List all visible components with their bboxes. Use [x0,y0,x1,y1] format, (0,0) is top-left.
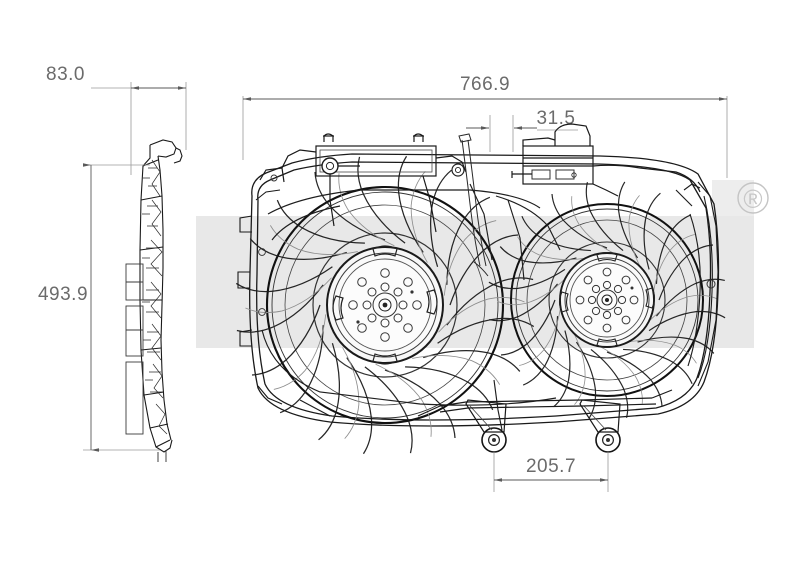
left-fan-rotor [235,155,535,455]
upper-right-connector-housing [511,123,701,197]
registered-trademark-icon: ® [737,182,769,214]
left-shroud-flange [237,189,283,405]
left-motor-hub [326,245,444,365]
front-elevation-view: 766.9 31.5 [235,74,728,492]
side-profile-mount-pads [125,263,144,435]
wiring-harness [458,133,489,277]
dimension-overall-width: 766.9 [242,74,728,178]
dimension-thickness-label: 83.0 [46,64,85,85]
upper-left-mount-bracket [259,133,467,233]
dimension-detail-offset-label: 31.5 [537,108,576,129]
side-profile-internal-ribs [142,159,168,435]
side-profile-bottom-pin [157,450,167,462]
dimension-thickness: 83.0 [46,64,186,90]
right-fan-rotor [488,181,726,419]
dimension-overall-width-label: 766.9 [460,74,510,95]
side-profile-body [139,139,183,453]
right-shroud-flange [683,181,719,387]
lower-mount-bosses [417,389,673,453]
dimension-mount-spacing-label: 205.7 [526,456,576,477]
dimension-height-label: 493.9 [38,284,88,305]
svg-text:®: ® [743,184,762,214]
dimension-detail-offset: 31.5 [466,108,578,152]
side-profile-view: 83.0 493.9 [38,64,187,462]
dimension-mount-spacing: 205.7 [493,452,609,492]
dimension-height: 493.9 [38,163,160,452]
shroud-structural-webs [261,183,701,431]
lower-right-mount-boss [579,399,621,453]
right-motor-hub [558,251,656,349]
fan-shroud-housing [249,153,720,427]
